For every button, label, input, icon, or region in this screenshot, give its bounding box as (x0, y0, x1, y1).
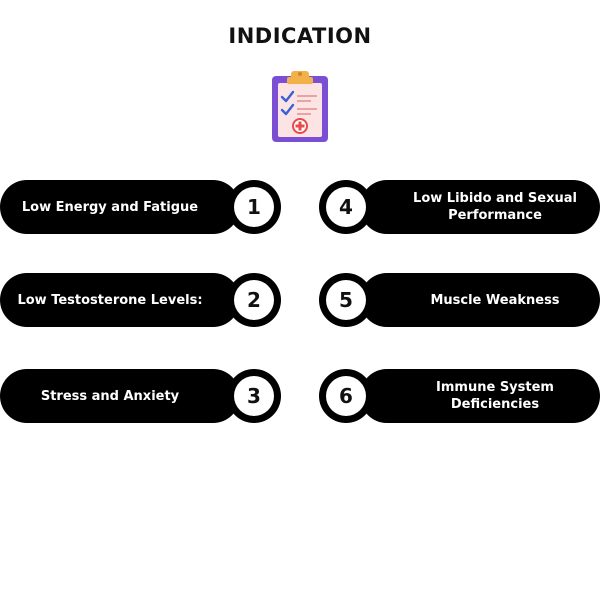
indication-item-1: Low Energy and Fatigue 1 (0, 180, 281, 234)
pill-shape (0, 369, 281, 423)
indication-label: Low Energy and Fatigue (21, 199, 199, 215)
indication-label: Low Libido and Sexual Performance (413, 191, 577, 223)
indication-item-6: 6 Immune System Deficiencies (319, 369, 600, 423)
indication-item-4: 4 Low Libido and Sexual Performance (319, 180, 600, 234)
indication-item-3: Stress and Anxiety 3 (0, 369, 281, 423)
indication-number: 5 (339, 288, 353, 312)
pill-shape (319, 369, 600, 423)
pill-shape (319, 273, 600, 327)
indication-number: 3 (247, 384, 261, 408)
indication-label: Immune System Deficiencies (436, 380, 554, 412)
page-title: INDICATION (228, 24, 372, 48)
indication-number: 4 (339, 195, 353, 219)
indication-label: Muscle Weakness (430, 292, 560, 308)
indication-item-2: Low Testosterone Levels: 2 (0, 273, 281, 327)
clipboard-checklist-icon (270, 68, 332, 144)
indication-number: 2 (247, 288, 261, 312)
pill-shape (319, 180, 600, 234)
indication-number: 1 (247, 195, 261, 219)
indication-label: Low Testosterone Levels: (17, 292, 203, 308)
pill-shape (0, 180, 281, 234)
pill-shape (0, 273, 281, 327)
indication-item-5: 5 Muscle Weakness (319, 273, 600, 327)
indication-number: 6 (339, 384, 353, 408)
indication-label: Stress and Anxiety (40, 388, 180, 404)
